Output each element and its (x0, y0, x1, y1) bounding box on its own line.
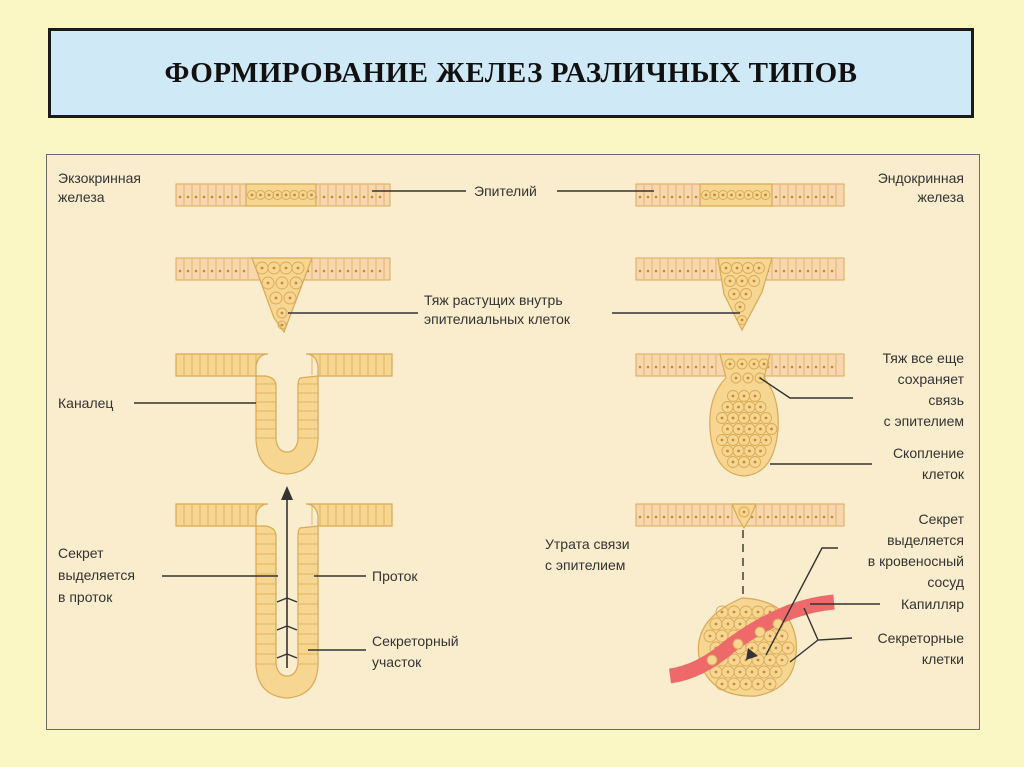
label-lost-connection-2: с эпителием (545, 557, 625, 573)
label-secretion-duct-2: выделяется (58, 567, 135, 583)
label-secretory-part-2: участок (372, 654, 422, 670)
duct-arrowhead (281, 486, 293, 500)
capillary-cluster (668, 594, 835, 697)
label-endocrine-1: Эндокринная (878, 170, 964, 186)
cord-exocrine-outline (251, 257, 313, 334)
leader-lines (134, 190, 880, 663)
detached-point-outline (731, 503, 757, 530)
label-duct: Проток (372, 568, 418, 584)
label-secretory-cells-1: Секреторные (877, 630, 964, 646)
label-canal: Каналец (58, 395, 113, 411)
label-secretion-vessel-2: выделяется (887, 532, 964, 548)
leader-secretory-cells-1 (789, 637, 853, 663)
secretion-arrowhead (746, 648, 758, 660)
epithelium-exocrine-1-cells (245, 183, 317, 207)
label-secretory-cells-2: клетки (922, 651, 964, 667)
leader-cord-still (759, 377, 853, 399)
leader-secretion-vessel (765, 547, 838, 656)
label-secretion-vessel-3: в кровеносный (868, 553, 964, 569)
leader-secretory-cells-2 (803, 607, 819, 641)
label-cord-still-2: сохраняет (898, 371, 965, 387)
label-cord-still-1: Тяж все еще (883, 350, 965, 366)
label-endocrine-2: железа (917, 189, 964, 205)
label-capillary: Капилляр (901, 596, 964, 612)
label-cluster-1: Скопление (893, 445, 964, 461)
canal-wall (175, 353, 393, 475)
label-cluster-2: клеток (922, 466, 965, 482)
page-title: ФОРМИРОВАНИЕ ЖЕЛЕЗ РАЗЛИЧНЫХ ТИПОВ (164, 56, 858, 89)
label-lost-connection-1: Утрата связи (545, 536, 630, 552)
duct-exocrine (175, 486, 393, 699)
label-cord-still-3: связь (928, 392, 964, 408)
epithelium-exocrine-1-cells-outline (245, 183, 317, 207)
label-secretory-part-1: Секреторный (372, 633, 459, 649)
duct-wall (175, 503, 393, 699)
label-cord-still-4: с эпителием (884, 413, 964, 429)
label-cord-1: Тяж растущих внутрь (424, 292, 563, 308)
epithelium-endocrine-1-cells (699, 183, 773, 207)
detached-point (731, 503, 757, 530)
title-box: ФОРМИРОВАНИЕ ЖЕЛЕЗ РАЗЛИЧНЫХ ТИПОВ (48, 28, 974, 118)
label-secretion-duct-3: в проток (58, 589, 113, 605)
label-cord-2: эпителиальных клеток (424, 311, 571, 327)
cord-endocrine (717, 257, 773, 332)
label-epithelium: Эпителий (474, 183, 537, 199)
label-exocrine-1: Экзокринная (58, 170, 141, 186)
label-exocrine-2: железа (58, 189, 105, 205)
label-secretion-duct-1: Секрет (58, 545, 104, 561)
diagram-panel (46, 154, 980, 730)
canal-exocrine (175, 353, 393, 475)
cluster-endocrine (709, 353, 779, 477)
label-secretion-vessel-4: сосуд (927, 574, 964, 590)
cord-exocrine (251, 257, 313, 334)
label-secretion-vessel-1: Секрет (918, 511, 964, 527)
